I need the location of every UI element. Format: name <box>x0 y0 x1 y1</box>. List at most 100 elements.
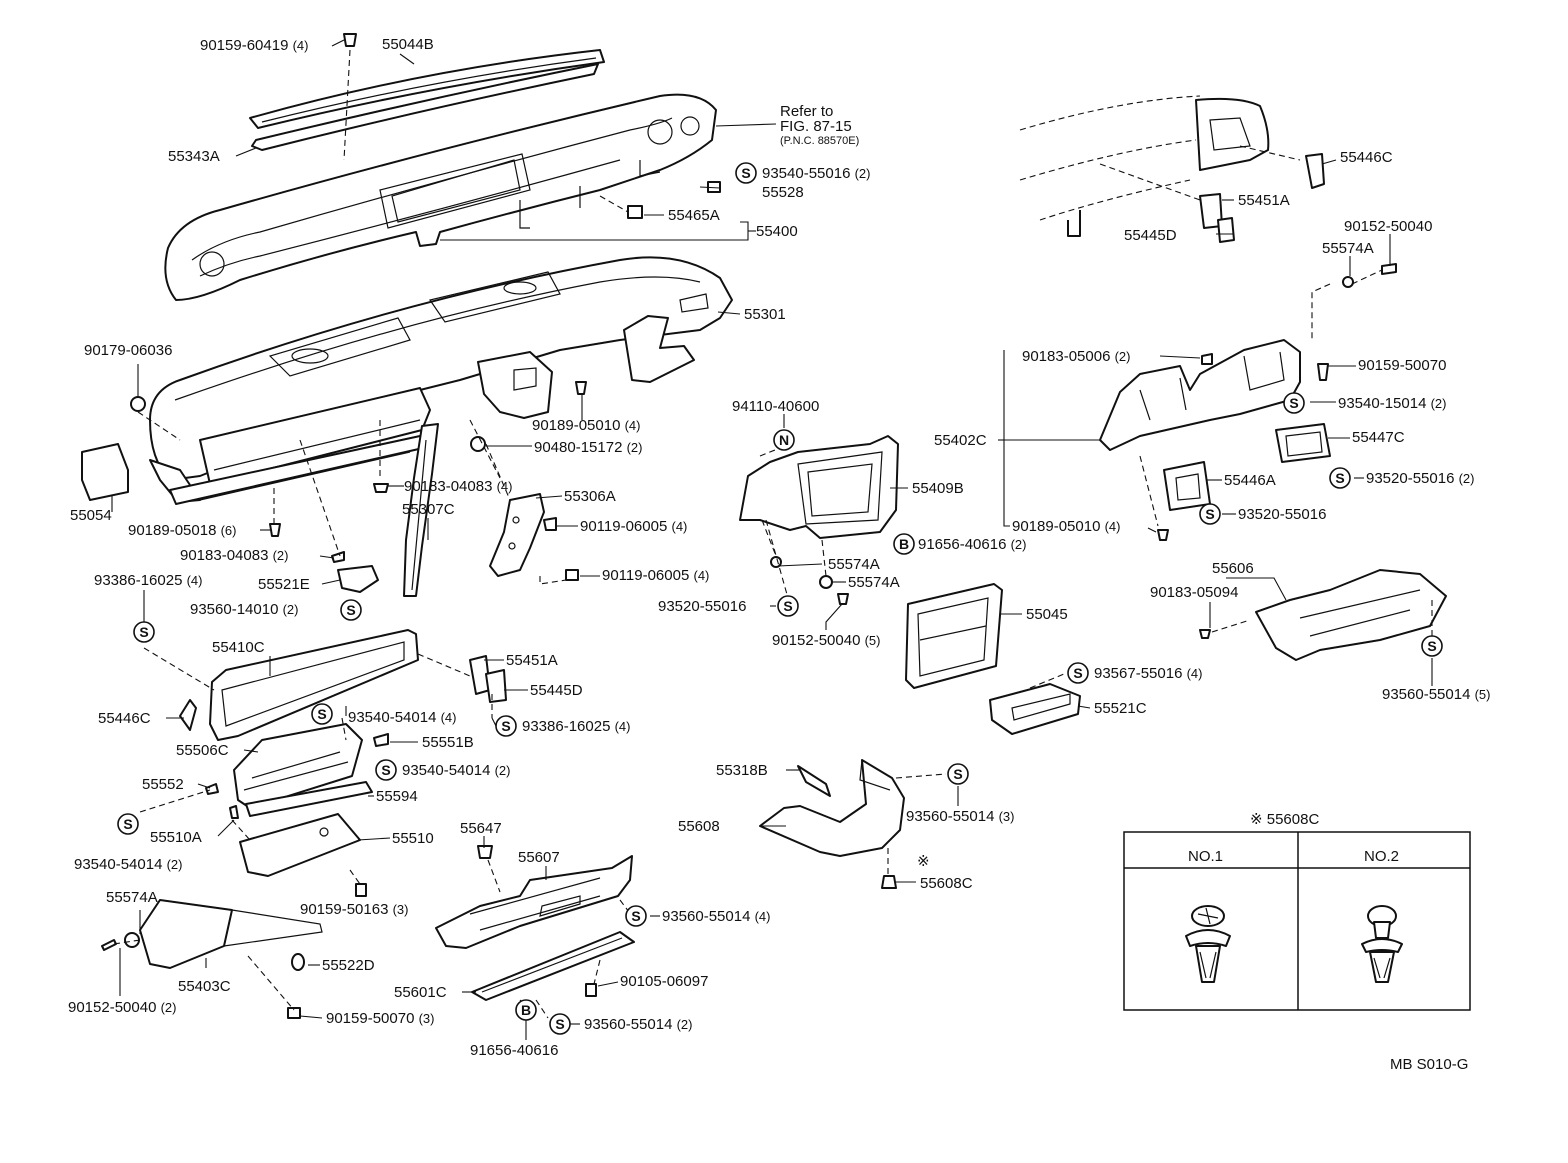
note-pnc: (P.N.C. 88570E) <box>780 135 859 147</box>
callout-s-93560-14010: S <box>340 599 362 621</box>
label-90119-06005-a: 90119-06005 (4) <box>580 518 687 535</box>
callout-s-93386-left: S <box>133 621 155 643</box>
clip-table-col2: NO.2 <box>1364 848 1399 865</box>
label-93560-55014-5: 93560-55014 (5) <box>1382 686 1490 703</box>
label-93540-54014-2: 93540-54014 (2) <box>402 762 510 779</box>
svg-text:S: S <box>1427 638 1436 654</box>
label-91656-40616-2: 91656-40616 (2) <box>918 536 1026 553</box>
callout-s-93560-55014-3: S <box>947 763 969 785</box>
label-93560-14010: 93560-14010 (2) <box>190 601 298 618</box>
callout-s-93540-54014-2: S <box>375 759 397 781</box>
part-duct-307 <box>403 423 439 597</box>
callout-s-93540-55016: S <box>735 162 757 184</box>
part-center-bezel <box>739 435 899 539</box>
part-reinforcement-bracket <box>489 493 545 577</box>
part-glovebox-frame <box>209 629 419 741</box>
part-clip-521e <box>337 565 379 593</box>
label-55522D: 55522D <box>322 957 375 974</box>
label-55306A: 55306A <box>564 488 616 505</box>
svg-text:B: B <box>521 1002 531 1018</box>
callout-s-93520-55016-mid: S <box>777 595 799 617</box>
label-90119-06005-b: 90119-06005 (4) <box>602 567 709 584</box>
callout-s-93560-55014-2: S <box>549 1013 571 1035</box>
label-93560-55014-3: 93560-55014 (3) <box>906 808 1014 825</box>
part-brackets-center <box>169 315 695 505</box>
label-93520-55016-mid: 93520-55016 <box>658 598 746 615</box>
part-box-521c <box>989 683 1081 735</box>
part-small-cover-left <box>179 699 197 731</box>
clip-no1-icon <box>1185 905 1231 983</box>
label-90159-50163: 90159-50163 (3) <box>300 901 408 918</box>
callout-s-93386-right: S <box>495 715 517 737</box>
svg-text:S: S <box>346 602 355 618</box>
label-93567-55016: 93567-55016 (4) <box>1094 665 1202 682</box>
callout-s-93560-55014-5: S <box>1421 635 1443 657</box>
part-glovebox-door <box>233 723 363 809</box>
label-55647: 55647 <box>460 820 502 837</box>
label-55446A: 55446A <box>1224 472 1276 489</box>
label-55574A-right: 55574A <box>1322 240 1374 257</box>
label-55601C: 55601C <box>394 984 447 1001</box>
callout-s-93520-55016-right: S <box>1199 503 1221 525</box>
label-90159-50070-right: 90159-50070 <box>1358 357 1446 374</box>
part-strip-601 <box>471 931 635 1001</box>
fasteners <box>101 33 1397 1019</box>
label-55445D-a: 55445D <box>530 682 583 699</box>
label-55608C: 55608C <box>920 875 973 892</box>
label-55521C: 55521C <box>1094 700 1147 717</box>
callout-b-91656-40616-2: B <box>893 533 915 555</box>
part-labels: ※ 90159-60419 (4) 55044B 55343A Refer to… <box>68 36 1490 1073</box>
label-55528: 55528 <box>762 184 804 201</box>
label-93386-16025-a: 93386-16025 (4) <box>94 572 202 589</box>
part-lower-duct-606 <box>1255 569 1447 661</box>
label-55574A-mid-2: 55574A <box>848 574 900 591</box>
part-lower-bracket-608 <box>759 759 905 857</box>
label-55446C-b: 55446C <box>1340 149 1393 166</box>
label-91656-40616-a: 91656-40616 <box>470 1042 558 1059</box>
label-55594: 55594 <box>376 788 418 805</box>
label-55307C: 55307C <box>402 501 455 518</box>
dashed-assembly-lines <box>113 49 1433 1019</box>
label-55465A: 55465A <box>668 207 720 224</box>
callout-s-93540-54014-4: S <box>311 703 333 725</box>
label-94110-40600: 94110-40600 <box>732 398 819 415</box>
label-93520-55016-2: 93520-55016 (2) <box>1366 470 1474 487</box>
svg-text:S: S <box>631 908 640 924</box>
label-55574A-mid-1: 55574A <box>828 556 880 573</box>
label-55521E: 55521E <box>258 576 310 593</box>
svg-text:S: S <box>1205 506 1214 522</box>
part-clip-608c <box>881 875 897 889</box>
label-55607: 55607 <box>518 849 560 866</box>
svg-text:N: N <box>779 432 789 448</box>
part-side-cover <box>81 443 129 501</box>
label-55506C: 55506C <box>176 742 229 759</box>
label-55403C: 55403C <box>178 978 231 995</box>
svg-text:S: S <box>501 718 510 734</box>
svg-text:S: S <box>1073 665 1082 681</box>
part-lid-510 <box>239 813 361 877</box>
label-55552: 55552 <box>142 776 184 793</box>
label-55451A-b: 55451A <box>1238 192 1290 209</box>
callout-s-93520-55016-2: S <box>1329 467 1351 489</box>
callout-circles: S S S S S S S S S B N B S S S S S S S <box>117 162 1443 1035</box>
label-90152-50040-2: 90152-50040 (2) <box>68 999 176 1016</box>
label-93540-15014: 93540-15014 (2) <box>1338 395 1446 412</box>
part-panel-045 <box>905 583 1003 689</box>
part-switch-plate-447c <box>1275 423 1331 463</box>
part-lower-cover-403 <box>139 899 323 969</box>
label-55606: 55606 <box>1212 560 1254 577</box>
label-93560-55014-4: 93560-55014 (4) <box>662 908 770 925</box>
label-93540-54014-4: 93540-54014 (4) <box>348 709 456 726</box>
svg-text:S: S <box>139 624 148 640</box>
label-90179-06036: 90179-06036 <box>84 342 172 359</box>
label-55402C: 55402C <box>934 432 987 449</box>
label-55301: 55301 <box>744 306 786 323</box>
label-90189-05010-b: 90189-05010 (4) <box>1012 518 1120 535</box>
label-55510: 55510 <box>392 830 434 847</box>
svg-text:S: S <box>783 598 792 614</box>
label-55318B: 55318B <box>716 762 768 779</box>
label-55447C: 55447C <box>1352 429 1405 446</box>
part-switch-plate-446a <box>1163 461 1211 511</box>
label-55445D-b: 55445D <box>1124 227 1177 244</box>
label-93520-55016-right: 93520-55016 <box>1238 506 1326 523</box>
